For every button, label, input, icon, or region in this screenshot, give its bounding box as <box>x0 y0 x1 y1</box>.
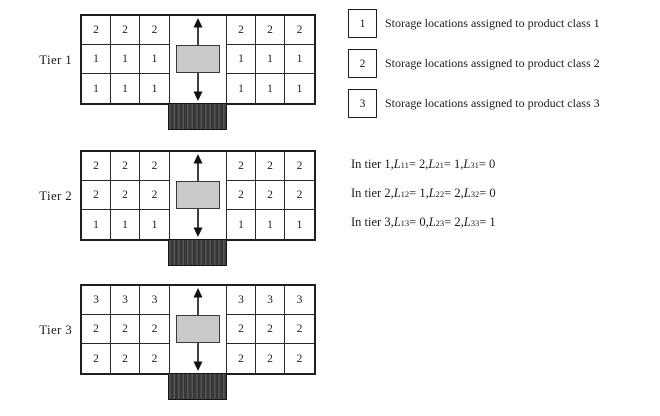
legend-key-box: 3 <box>348 89 377 118</box>
legend-label: Storage locations assigned to product cl… <box>385 56 600 70</box>
storage-cell: 2 <box>82 315 111 344</box>
storage-cell: 2 <box>285 152 314 181</box>
storage-cell: 1 <box>296 218 303 231</box>
up-arrow-icon <box>193 288 203 316</box>
storage-cell: 2 <box>256 181 285 210</box>
storage-cell: 1 <box>140 45 169 74</box>
storage-cell: 2 <box>111 344 140 373</box>
storage-cell: 2 <box>82 344 111 373</box>
storage-cell: 2 <box>111 152 140 181</box>
storage-cell: 1 <box>227 45 256 74</box>
io-point <box>168 103 227 130</box>
storage-cell: 1 <box>82 210 111 239</box>
up-arrow-icon <box>193 18 203 46</box>
storage-cell: 2 <box>140 315 169 344</box>
storage-cell: 1 <box>227 74 256 103</box>
storage-cell: 1 <box>227 210 256 239</box>
storage-cell: 1 <box>111 74 140 103</box>
storage-cell: 3 <box>256 286 285 315</box>
down-arrow-icon <box>193 209 203 237</box>
storage-cell: 2 <box>227 181 256 210</box>
storage-cell: 3 <box>82 286 111 315</box>
storage-cell: 1 <box>256 45 285 74</box>
down-arrow-icon <box>193 73 203 101</box>
storage-cell: 2 <box>151 352 158 365</box>
storage-cell: 1 <box>82 74 111 103</box>
tier-3-elevator-shaft <box>169 286 227 373</box>
legend: 1 Storage locations assigned to product … <box>348 9 600 129</box>
io-point <box>168 239 227 266</box>
storage-cell: 2 <box>111 315 140 344</box>
storage-cell: 2 <box>111 181 140 210</box>
storage-cell: 2 <box>227 152 256 181</box>
storage-cell: 1 <box>111 45 140 74</box>
storage-cell: 2 <box>256 344 285 373</box>
legend-item-class-3: 3 Storage locations assigned to product … <box>348 89 600 118</box>
legend-item-class-2: 2 Storage locations assigned to product … <box>348 49 600 78</box>
legend-label: Storage locations assigned to product cl… <box>385 96 600 110</box>
tier-1-elevator-shaft <box>169 16 227 103</box>
tier-2-elevator-shaft <box>169 152 227 239</box>
storage-cell: 2 <box>285 16 314 45</box>
storage-cell: 2 <box>140 152 169 181</box>
legend-item-class-1: 1 Storage locations assigned to product … <box>348 9 600 38</box>
storage-cell: 3 <box>111 286 140 315</box>
storage-cell: 2 <box>256 16 285 45</box>
storage-cell: 2 <box>82 181 111 210</box>
storage-cell: 1 <box>285 45 314 74</box>
down-arrow-icon <box>193 343 203 371</box>
storage-cell: 3 <box>140 286 169 315</box>
storage-cell: 3 <box>227 286 256 315</box>
storage-cell: 1 <box>111 210 140 239</box>
storage-cell: 2 <box>140 181 169 210</box>
storage-cell: 3 <box>285 286 314 315</box>
elevator-car <box>176 181 220 209</box>
up-arrow-icon <box>193 154 203 182</box>
storage-cell: 2 <box>82 16 111 45</box>
legend-key-box: 1 <box>348 9 377 38</box>
legend-label: Storage locations assigned to product cl… <box>385 16 600 30</box>
tier-3-label: Tier 3 <box>39 321 72 337</box>
storage-cell: 2 <box>140 16 169 45</box>
elevator-car <box>176 45 220 73</box>
storage-cell: 2 <box>227 344 256 373</box>
legend-key-box: 2 <box>348 49 377 78</box>
storage-cell: 1 <box>256 210 285 239</box>
storage-cell: 1 <box>151 82 158 95</box>
storage-cell: 2 <box>227 16 256 45</box>
storage-cell: 2 <box>256 315 285 344</box>
storage-cell: 2 <box>285 181 314 210</box>
elevator-car <box>176 315 220 343</box>
storage-cell: 1 <box>151 218 158 231</box>
tier-1-label: Tier 1 <box>39 51 72 67</box>
storage-cell: 1 <box>256 74 285 103</box>
storage-cell: 2 <box>227 315 256 344</box>
storage-cell: 1 <box>296 82 303 95</box>
storage-cell: 1 <box>82 45 111 74</box>
storage-cell: 2 <box>111 16 140 45</box>
storage-cell: 2 <box>256 152 285 181</box>
storage-cell: 2 <box>296 352 303 365</box>
io-point <box>168 373 227 400</box>
tier-2-label: Tier 2 <box>39 187 72 203</box>
storage-cell: 2 <box>285 315 314 344</box>
storage-cell: 2 <box>82 152 111 181</box>
